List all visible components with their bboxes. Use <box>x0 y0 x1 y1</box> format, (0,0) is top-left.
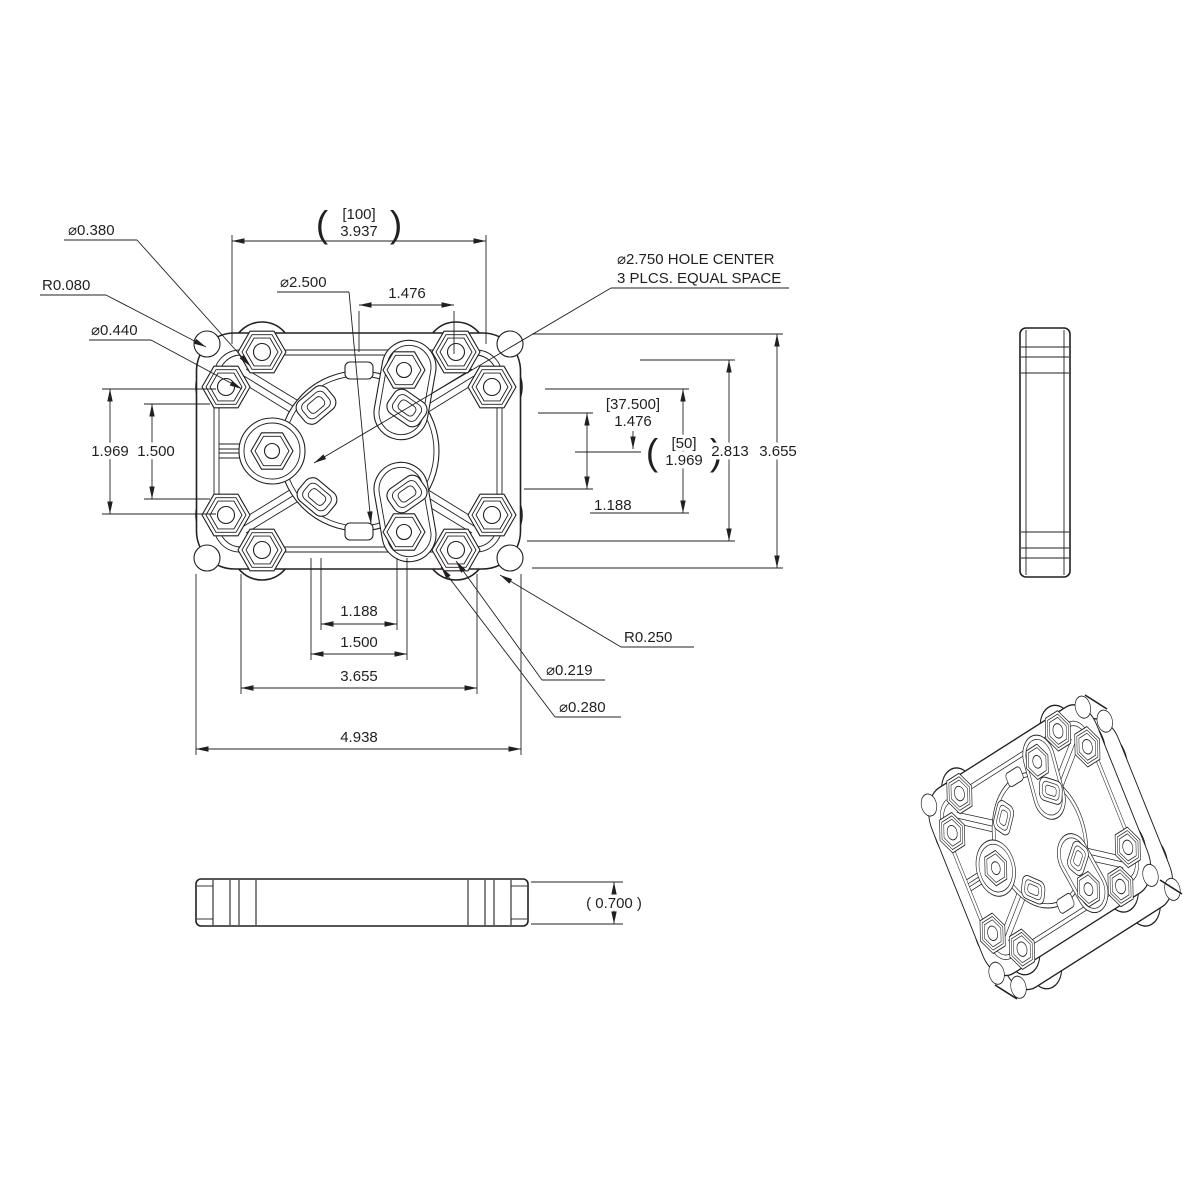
dim-r-0080: R0.080 <box>42 277 90 294</box>
note-line2: 3 PLCS. EQUAL SPACE <box>617 270 781 287</box>
paren-open-50: ( <box>646 432 659 473</box>
paren-open-top: ( <box>316 204 329 245</box>
plan-view <box>194 322 523 580</box>
dim-left-1969: 1.969 <box>91 443 129 460</box>
dim-left-1500: 1.500 <box>137 443 175 460</box>
dim-dia-0380: ⌀0.380 <box>68 222 115 239</box>
dim-right-mm-50: [50] <box>671 435 696 452</box>
dim-right-mm-37500: [37.500] <box>606 396 660 413</box>
dim-right-2813: 2.813 <box>711 443 749 460</box>
dim-thickness: ( 0.700 ) <box>586 895 642 912</box>
paren-close-50: ) <box>710 432 722 473</box>
dim-top-offset: 1.476 <box>388 285 426 302</box>
dim-right-1188: 1.188 <box>594 497 632 514</box>
side-view <box>1019 327 1071 578</box>
dim-top-width-mm: [100] <box>342 206 375 223</box>
dim-bottom-3655: 3.655 <box>340 668 378 685</box>
dim-dia-0440: ⌀0.440 <box>91 322 138 339</box>
dim-r-0250: R0.250 <box>624 629 672 646</box>
dim-right-in-1476: 1.476 <box>614 413 652 430</box>
dim-top-width-in: 3.937 <box>340 223 378 240</box>
dim-dia-2500: ⌀2.500 <box>280 274 327 291</box>
dim-dia-0219: ⌀0.219 <box>546 662 593 679</box>
dim-bottom-1500: 1.500 <box>340 634 378 651</box>
dimensions: ⌀0.380 R0.080 ⌀0.440 ⌀2.500 ( ) [100] 3.… <box>40 204 800 925</box>
dim-bottom-1188: 1.188 <box>340 603 378 620</box>
paren-close-top: ) <box>390 204 402 245</box>
isometric-view <box>915 686 1187 1010</box>
front-view <box>195 878 529 927</box>
dim-bottom-4938: 4.938 <box>340 729 378 746</box>
dim-dia-0280: ⌀0.280 <box>559 699 606 716</box>
dim-right-3655: 3.655 <box>759 443 797 460</box>
note-line1: ⌀2.750 HOLE CENTER <box>617 251 775 268</box>
dim-right-in-1969: 1.969 <box>665 452 703 469</box>
